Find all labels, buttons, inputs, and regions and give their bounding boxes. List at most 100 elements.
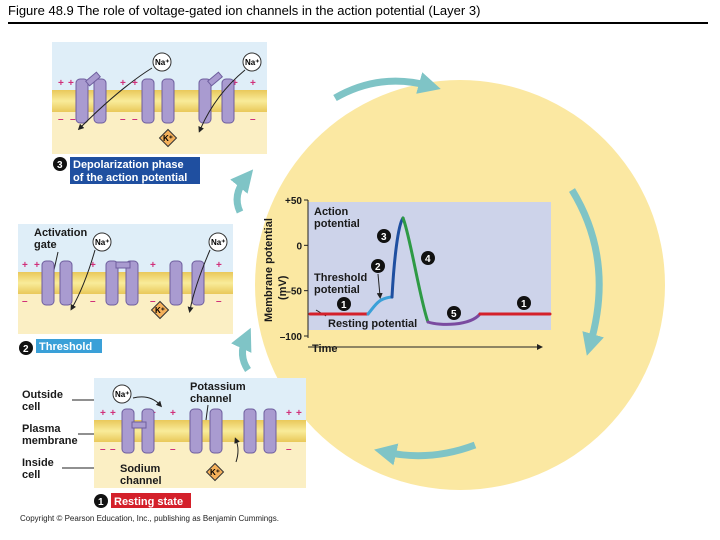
cycle-arrow-top — [333, 72, 441, 102]
svg-text:1: 1 — [341, 300, 347, 311]
svg-text:K⁺: K⁺ — [210, 468, 220, 477]
panel-resting: Outside cell Plasma membrane Inside cell… — [22, 378, 306, 508]
step-marker-3: 3 — [377, 229, 391, 243]
svg-text:Resting potential: Resting potential — [328, 318, 417, 330]
svg-text:–: – — [90, 296, 96, 307]
svg-text:+: + — [132, 78, 138, 89]
membrane-potential-graph: Membrane potential (mV) +50 0 –50 –100 Time… — [263, 196, 552, 355]
svg-text:Na⁺: Na⁺ — [245, 58, 259, 67]
y-axis-ticks: +50 0 –50 –100 — [280, 196, 308, 343]
svg-text:+: + — [90, 260, 96, 271]
sodium-ion: Na⁺ — [112, 384, 132, 404]
y-tick-label: –50 — [285, 287, 302, 298]
svg-text:+: + — [150, 260, 156, 271]
svg-text:K⁺: K⁺ — [155, 306, 165, 315]
title-divider — [8, 22, 708, 24]
svg-text:–: – — [286, 444, 292, 455]
sodium-ion: Na⁺ — [92, 232, 112, 252]
panel-threshold: Activation gate ++ ++ + –– –– Na⁺ Na⁺ K⁺… — [18, 224, 233, 355]
svg-text:–: – — [120, 114, 126, 125]
svg-text:+: + — [250, 78, 256, 89]
svg-text:2: 2 — [23, 344, 29, 355]
svg-text:1: 1 — [521, 299, 527, 310]
x-axis: Time — [308, 343, 543, 355]
svg-text:cell: cell — [22, 469, 40, 481]
potassium-ion: K⁺ — [158, 128, 178, 148]
svg-text:–: – — [150, 296, 156, 307]
svg-text:Potassium: Potassium — [190, 381, 246, 393]
svg-text:+: + — [120, 78, 126, 89]
potassium-ion: K⁺ — [205, 462, 225, 482]
svg-text:–: – — [216, 296, 222, 307]
svg-text:potential: potential — [314, 284, 360, 296]
svg-text:Na⁺: Na⁺ — [155, 58, 169, 67]
svg-text:2: 2 — [375, 262, 381, 273]
svg-text:channel: channel — [120, 475, 162, 487]
svg-text:4: 4 — [425, 254, 431, 265]
svg-text:+: + — [58, 78, 64, 89]
svg-text:K⁺: K⁺ — [163, 134, 173, 143]
step-marker-1: 1 — [337, 297, 351, 311]
svg-text:Sodium: Sodium — [120, 463, 161, 475]
potassium-ion: K⁺ — [150, 300, 170, 320]
svg-text:+: + — [100, 408, 106, 419]
svg-text:Time: Time — [312, 343, 337, 355]
svg-text:+: + — [34, 260, 40, 271]
svg-text:Outside: Outside — [22, 389, 63, 401]
slide-title: Figure 48.9 The role of voltage-gated io… — [8, 3, 481, 18]
step-marker-4: 4 — [421, 251, 435, 265]
svg-text:5: 5 — [451, 309, 457, 320]
svg-text:–: – — [70, 114, 76, 125]
svg-text:Depolarization phase: Depolarization phase — [73, 159, 184, 171]
svg-text:3: 3 — [57, 160, 63, 171]
svg-text:+: + — [216, 260, 222, 271]
svg-text:–: – — [110, 444, 116, 455]
svg-text:Na⁺: Na⁺ — [211, 238, 225, 247]
svg-text:1: 1 — [98, 497, 104, 508]
cycle-arrow-right — [569, 188, 604, 356]
curve-undershoot — [426, 312, 482, 326]
svg-text:–: – — [132, 114, 138, 125]
cycle-arrow-left-upper — [230, 169, 254, 214]
svg-text:+: + — [286, 408, 292, 419]
y-tick-label: –100 — [280, 332, 303, 343]
svg-text:gate: gate — [34, 239, 57, 251]
svg-text:–: – — [100, 444, 106, 455]
cycle-arrows — [230, 72, 604, 466]
svg-text:Na⁺: Na⁺ — [115, 390, 129, 399]
svg-text:Membrane potential: Membrane potential — [263, 218, 275, 322]
svg-text:–: – — [22, 296, 28, 307]
cycle-arrow-bottom — [374, 441, 477, 466]
copyright-notice: Copyright © Pearson Education, Inc., pub… — [20, 514, 279, 523]
svg-text:–: – — [170, 444, 176, 455]
y-tick-label: 0 — [296, 241, 302, 252]
svg-text:+: + — [68, 78, 74, 89]
svg-text:Na⁺: Na⁺ — [95, 238, 109, 247]
action-potential-curve — [308, 216, 552, 326]
svg-text:+: + — [296, 408, 302, 419]
svg-text:potential: potential — [314, 218, 360, 230]
svg-text:membrane: membrane — [22, 435, 78, 447]
step-marker-5: 5 — [447, 306, 461, 320]
panel-depolarization: ++ ++ ++ –– –– – Na⁺ Na⁺ K⁺ 3 Depolariza… — [52, 42, 267, 184]
svg-text:–: – — [250, 114, 256, 125]
svg-text:Threshold: Threshold — [39, 341, 92, 353]
sodium-ion: Na⁺ — [242, 52, 262, 72]
svg-text:Resting state: Resting state — [114, 496, 183, 508]
svg-text:3: 3 — [381, 232, 387, 243]
svg-text:+: + — [22, 260, 28, 271]
curve-depolarization — [390, 216, 405, 299]
svg-text:+: + — [110, 408, 116, 419]
svg-text:Action: Action — [314, 206, 349, 218]
svg-text:of the action potential: of the action potential — [73, 172, 187, 184]
sodium-ion: Na⁺ — [152, 52, 172, 72]
cycle-arrow-left-lower — [231, 327, 252, 372]
svg-text:Inside: Inside — [22, 457, 54, 469]
svg-text:(mV): (mV) — [277, 275, 289, 300]
svg-text:–: – — [58, 114, 64, 125]
svg-text:channel: channel — [190, 393, 232, 405]
svg-text:Threshold: Threshold — [314, 272, 367, 284]
step-marker-1-end: 1 — [517, 296, 531, 310]
y-tick-label: +50 — [285, 196, 302, 207]
